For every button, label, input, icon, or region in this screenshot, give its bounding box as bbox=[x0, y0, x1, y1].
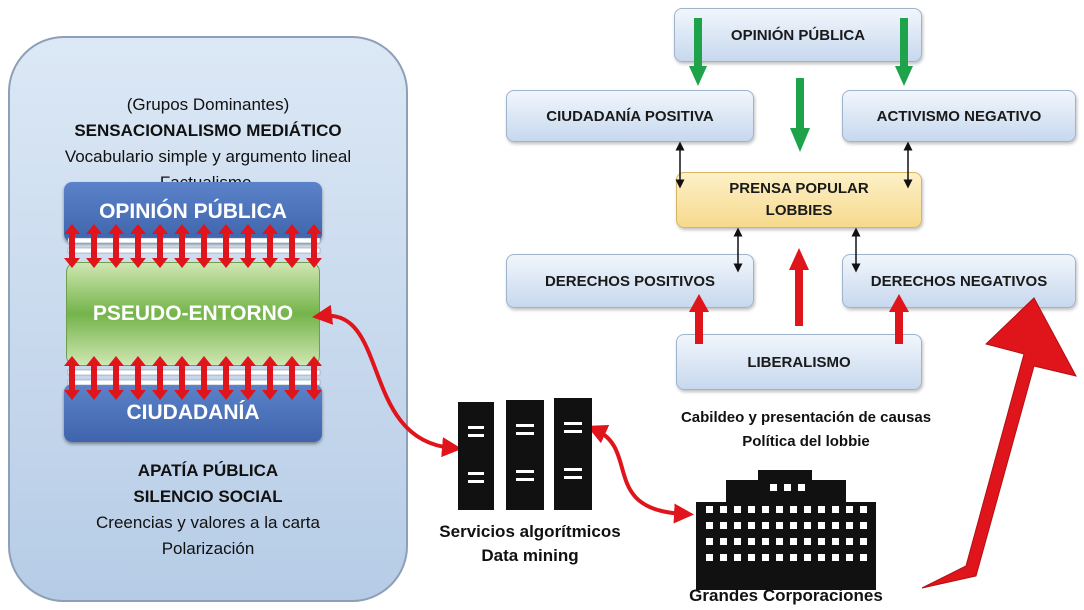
ciudadania-band: CIUDADANÍA bbox=[64, 384, 322, 442]
red-double-arrow bbox=[196, 356, 212, 400]
red-double-arrow bbox=[86, 356, 102, 400]
red-double-arrow bbox=[218, 356, 234, 400]
red-double-arrow bbox=[262, 224, 278, 268]
data-mining-text: Data mining bbox=[481, 546, 579, 565]
lobbies-label: LOBBIES bbox=[765, 202, 833, 219]
creencias-text: Creencias y valores a la carta bbox=[96, 513, 320, 532]
red-double-arrow bbox=[64, 356, 80, 400]
activismo-negativo-box: ACTIVISMO NEGATIVO bbox=[842, 90, 1076, 142]
red-double-arrow bbox=[262, 356, 278, 400]
red-double-arrow bbox=[152, 356, 168, 400]
polarizacion-text: Polarización bbox=[161, 539, 255, 558]
politica-text: Política del lobbie bbox=[742, 433, 870, 450]
red-double-arrow bbox=[174, 356, 190, 400]
building-icon bbox=[696, 470, 876, 590]
vocabulario-text: Vocabulario simple y argumento lineal bbox=[64, 147, 352, 166]
red-double-arrow bbox=[218, 224, 234, 268]
ciudadania-positiva-box: CIUDADANÍA POSITIVA bbox=[506, 90, 754, 142]
servers-icon bbox=[458, 398, 592, 510]
silencio-text: SILENCIO SOCIAL bbox=[133, 487, 283, 506]
red-double-arrow bbox=[240, 224, 256, 268]
servicios-text: Servicios algorítmicos bbox=[439, 522, 621, 541]
red-double-arrow bbox=[108, 356, 124, 400]
red-double-arrow bbox=[284, 356, 300, 400]
green-arrow-left bbox=[689, 18, 707, 86]
grupos-dominantes-text: (Grupos Dominantes) bbox=[126, 95, 290, 114]
pseudo-entorno-band: PSEUDO-ENTORNO bbox=[66, 262, 320, 366]
red-double-arrow bbox=[284, 224, 300, 268]
red-double-arrow bbox=[196, 224, 212, 268]
connector-servers-building bbox=[586, 425, 694, 524]
red-double-arrow bbox=[130, 356, 146, 400]
big-red-arrow bbox=[921, 297, 1077, 589]
sensacionalismo-text: SENSACIONALISMO MEDIÁTICO bbox=[74, 121, 342, 140]
opinion-publica-band: OPINIÓN PÚBLICA bbox=[64, 182, 322, 242]
red-double-arrow bbox=[152, 224, 168, 268]
red-arrow-up-right bbox=[889, 294, 909, 344]
red-double-arrow bbox=[64, 224, 80, 268]
green-arrow-right bbox=[895, 18, 913, 86]
red-double-arrow bbox=[130, 224, 146, 268]
derechos-positivos-box: DERECHOS POSITIVOS bbox=[506, 254, 754, 308]
red-double-arrow bbox=[240, 356, 256, 400]
cabildeo-text: Cabildeo y presentación de causas bbox=[680, 409, 932, 426]
cabildeo-caption: Cabildeo y presentación de causas Políti… bbox=[636, 406, 976, 454]
red-double-arrow bbox=[306, 224, 322, 268]
red-arrow-up-left bbox=[689, 294, 709, 344]
prensa-popular-label: PRENSA POPULAR bbox=[729, 180, 869, 197]
apatia-text: APATÍA PÚBLICA bbox=[137, 461, 279, 480]
connector-pseudo-servers bbox=[312, 304, 462, 458]
green-arrow-center bbox=[790, 78, 810, 152]
red-double-arrow bbox=[108, 224, 124, 268]
red-double-arrow bbox=[86, 224, 102, 268]
liberalismo-box: LIBERALISMO bbox=[676, 334, 922, 390]
derechos-negativos-box: DERECHOS NEGATIVOS bbox=[842, 254, 1076, 308]
opinion-publica-box: OPINIÓN PÚBLICA bbox=[674, 8, 922, 62]
prensa-popular-box: PRENSA POPULAR LOBBIES bbox=[676, 172, 922, 228]
red-arrow-up-center bbox=[789, 248, 809, 326]
red-double-arrow bbox=[174, 224, 190, 268]
servicios-caption: Servicios algorítmicos Data mining bbox=[410, 520, 650, 568]
red-arrow-row-top bbox=[64, 224, 322, 268]
corporaciones-caption: Grandes Corporaciones bbox=[689, 586, 883, 605]
